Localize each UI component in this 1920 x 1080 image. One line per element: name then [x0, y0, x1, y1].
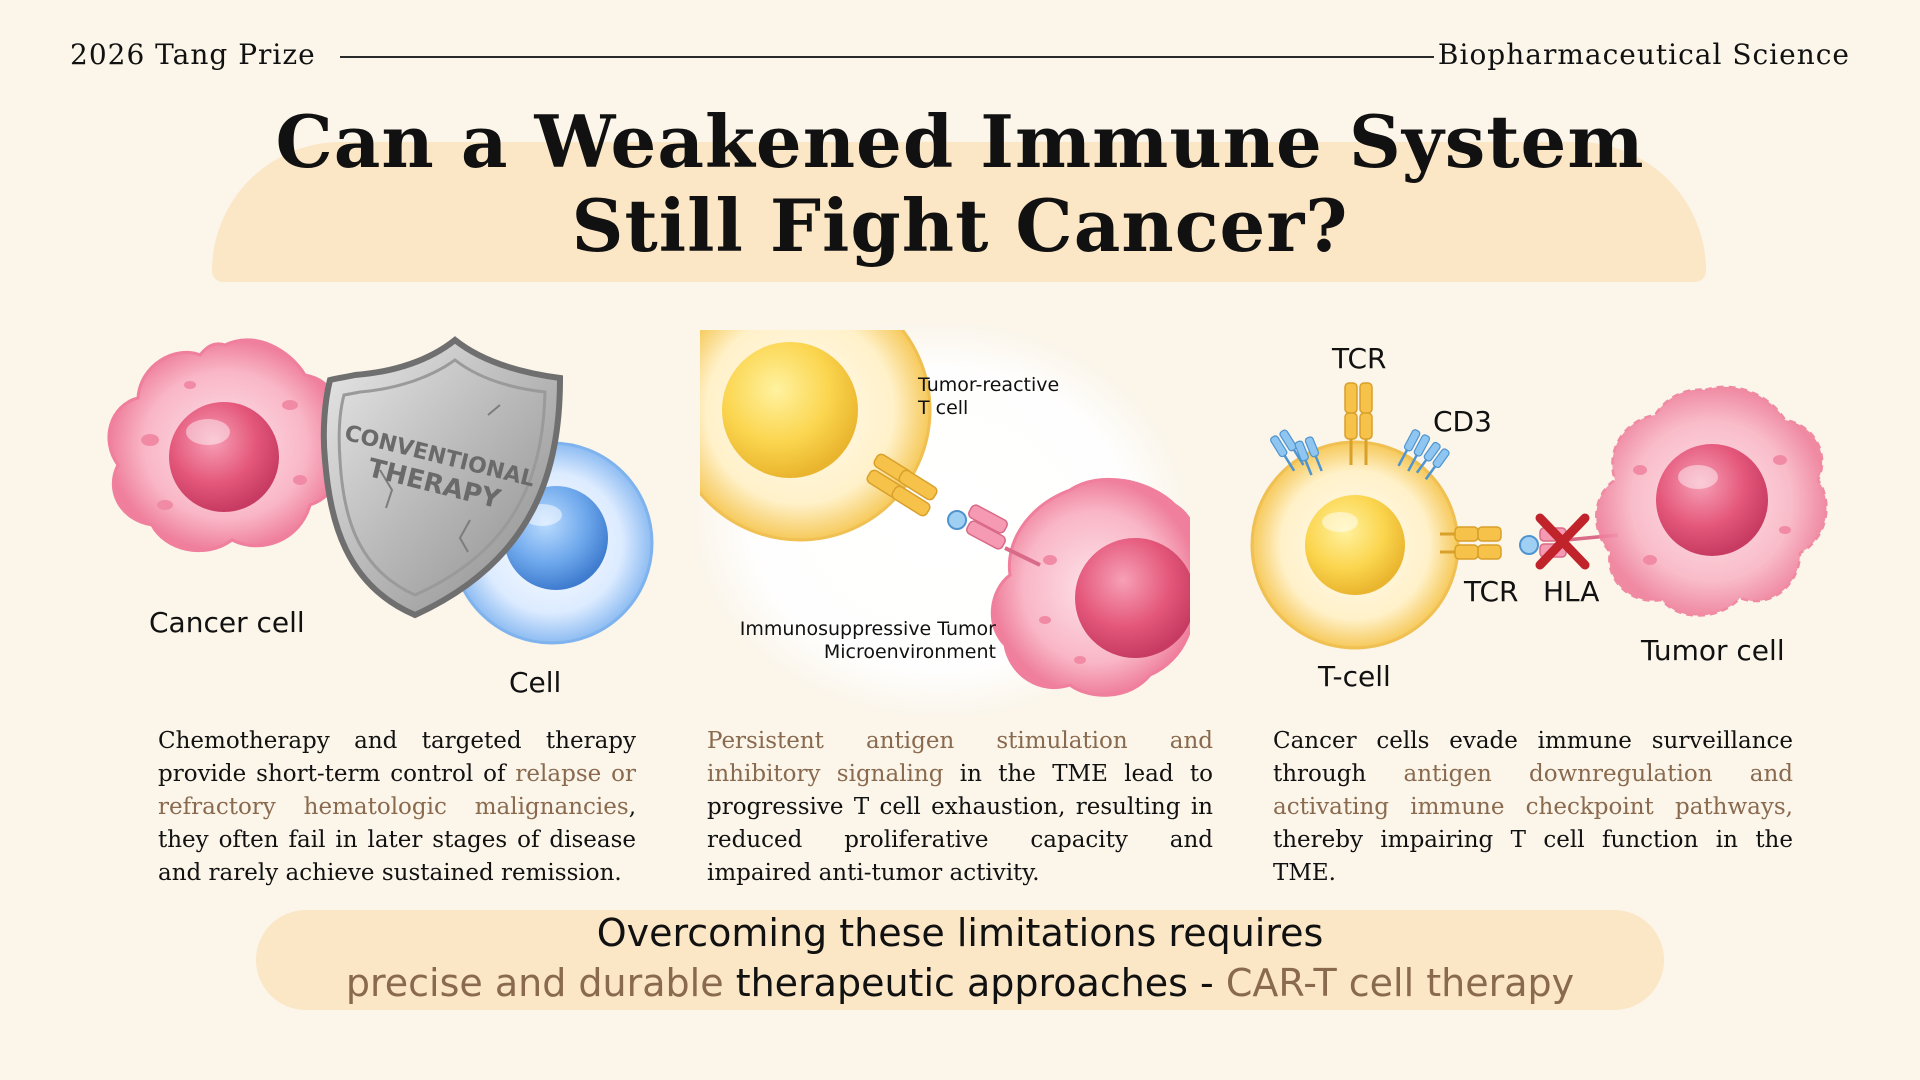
bottom-line2: precise and durable therapeutic approach…	[256, 960, 1664, 1006]
panel1-highlight: relapse or refractory hematologic malign…	[158, 761, 636, 820]
page-title: Can a Weakened Immune System Still Fight…	[0, 100, 1920, 268]
tumor-cell-icon	[1595, 385, 1828, 617]
title-line1: Can a Weakened Immune System	[275, 99, 1645, 184]
panel2-description: Persistent antigen stimulation and inhib…	[707, 725, 1213, 890]
label-tme: Immunosuppressive Tumor Microenvironment	[700, 618, 996, 664]
label-cancer-cell: Cancer cell	[149, 606, 305, 639]
label-tumor-cell: Tumor cell	[1641, 634, 1785, 667]
label-tcell: T-cell	[1318, 660, 1391, 693]
panel3-highlight: antigen downregulation and activating im…	[1273, 761, 1793, 820]
panel1-description: Chemotherapy and targeted therapy provid…	[158, 725, 636, 890]
tcell-icon	[1250, 440, 1460, 650]
header-right: Biopharmaceutical Science	[1437, 38, 1850, 71]
panel1-text-a: Chemotherapy and targeted therapy provid…	[158, 728, 636, 787]
tcr-receptor-icon	[1344, 382, 1373, 465]
label-hla: HLA	[1543, 575, 1600, 608]
cross-mark-icon	[1535, 513, 1590, 570]
tcr-hla-binding	[1440, 526, 1619, 560]
label-cd3: CD3	[1433, 405, 1492, 438]
panel2-highlight: Persistent antigen stimulation and inhib…	[707, 728, 1213, 787]
title-band	[212, 142, 1706, 282]
title-line2: Still Fight Cancer?	[571, 183, 1349, 268]
panel2-text-b: in the TME lead to progressive T cell ex…	[707, 761, 1213, 886]
label-tumor-reactive-tcell: Tumor-reactive T cell	[918, 374, 1059, 420]
tme-illustration	[690, 320, 1190, 720]
panel3-text-a: Cancer cells evade immune surveillance t…	[1273, 728, 1793, 787]
label-tme-line1: Immunosuppressive Tumor	[739, 618, 996, 640]
panel3-description: Cancer cells evade immune surveillance t…	[1273, 725, 1793, 890]
label-tme-line2: Microenvironment	[823, 641, 996, 663]
header-divider	[340, 56, 1434, 58]
label-tcell-line1: Tumor-reactive	[918, 374, 1060, 396]
panel3-text-b: thereby impairing T cell function in the…	[1273, 827, 1793, 886]
label-cell: Cell	[509, 666, 562, 699]
bottom-line1: Overcoming these limitations requires	[596, 911, 1324, 955]
label-tcell-line2: T cell	[918, 397, 969, 419]
cancer-cell-icon	[107, 338, 344, 553]
header-left: 2026 Tang Prize	[70, 38, 316, 71]
bottom-mid: therapeutic approaches -	[723, 961, 1226, 1005]
label-tcr-top: TCR	[1332, 342, 1387, 375]
cd3-receptor-icon	[1270, 429, 1450, 480]
tcr-receptor-icon	[866, 453, 1041, 567]
bottom-band	[256, 910, 1664, 1010]
label-tcr: TCR	[1464, 575, 1519, 608]
bottom-highlight-1: precise and durable	[345, 961, 724, 1005]
panel1-text-b: , they often fail in later stages of dis…	[158, 794, 636, 886]
bottom-highlight-2: CAR-T cell therapy	[1225, 961, 1575, 1005]
shield-icon: CONVENTIONAL THERAPY	[320, 336, 564, 619]
